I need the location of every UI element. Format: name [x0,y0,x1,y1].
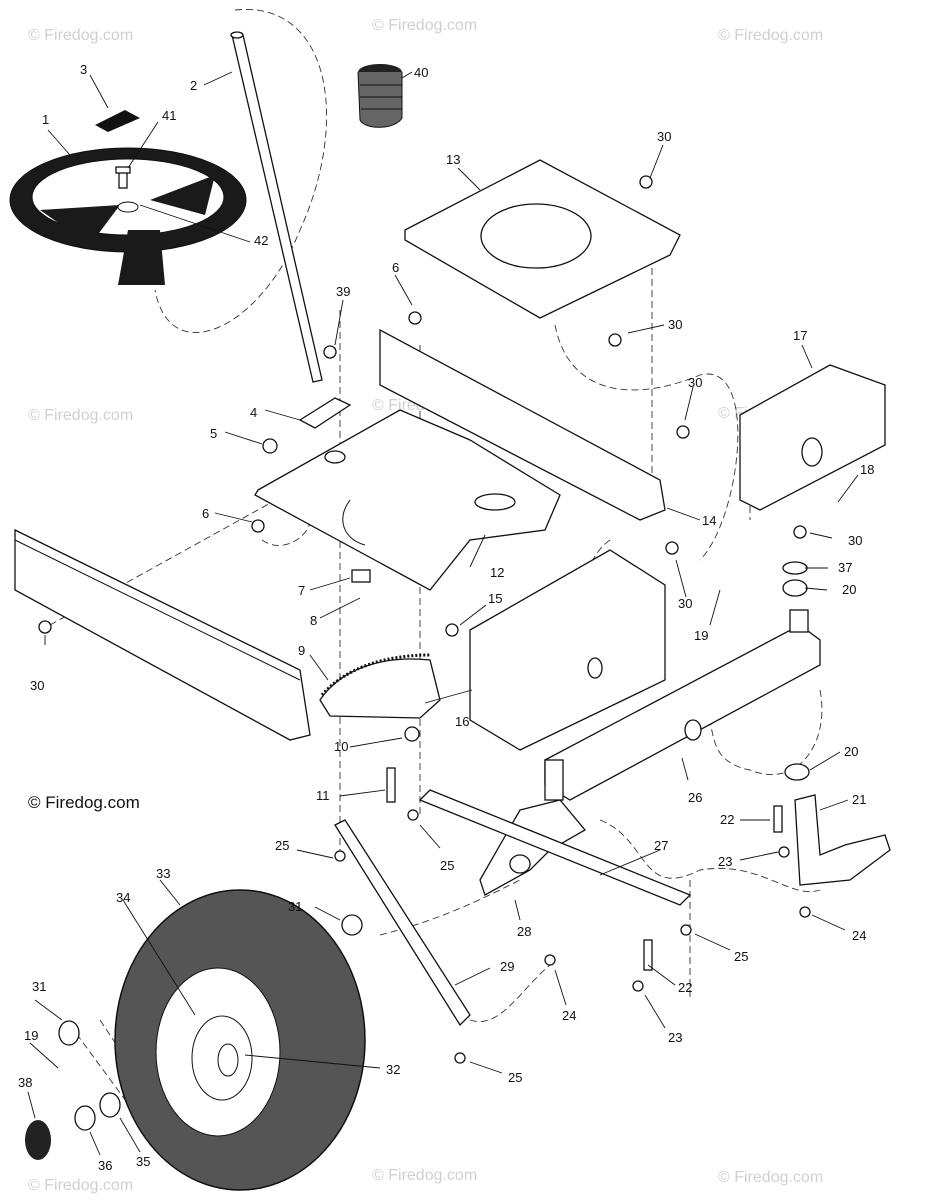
callout-19: 19 [694,628,708,643]
callout-42: 42 [254,233,268,248]
callout-8: 8 [310,613,317,628]
callout-31: 31 [288,899,302,914]
callout-6: 6 [392,260,399,275]
leader-lines [27,71,859,1156]
watermark-layer: © Firedog.com © Firedog.com © Firedog.co… [28,17,823,1194]
callout-25: 25 [275,838,289,853]
callout-31b: 31 [32,979,46,994]
callout-27: 27 [654,838,668,853]
callout-41: 41 [162,108,176,123]
callout-25b: 25 [440,858,454,873]
pinion-gear [351,569,371,583]
watermark: © Firedog.com [718,1169,823,1186]
callout-30d: 30 [848,533,862,548]
callout-11: 11 [316,788,330,803]
watermark: © Firedog.com [718,27,823,44]
callout-38: 38 [18,1075,32,1090]
watermark: © Firedog.com [28,407,133,424]
callout-4: 4 [250,405,257,420]
bolt-41 [115,166,131,189]
support-plate [254,409,561,591]
boot [357,64,403,128]
tie-rod [418,789,692,906]
callout-6b: 6 [202,506,209,521]
callout-3: 3 [80,62,87,77]
callout-22: 22 [720,812,734,827]
steering-shaft [230,31,323,383]
callout-19b: 19 [24,1028,38,1043]
callout-25d: 25 [508,1070,522,1085]
callout-37: 37 [838,560,852,575]
watermark: © Firedog.com [28,27,133,44]
callout-18: 18 [860,462,874,477]
callout-30e: 30 [678,596,692,611]
callout-23: 23 [718,854,732,869]
watermark: © Firedog.com [372,17,477,34]
frame-rail-left [14,528,311,741]
callout-25c: 25 [734,949,748,964]
callout-35: 35 [136,1154,150,1169]
callout-15: 15 [488,591,502,606]
callout-24: 24 [852,928,866,943]
drag-link [334,819,471,1027]
spindle-left [479,759,586,896]
wheel-cap [95,110,140,132]
copyright-label: © Firedog.com [28,793,140,812]
callout-29: 29 [500,959,514,974]
callout-22b: 22 [678,980,692,995]
callout-34: 34 [116,890,130,905]
callout-32: 32 [386,1062,400,1077]
callout-21: 21 [852,792,866,807]
watermark: © Firedog.com [28,1177,133,1194]
small-hardware [25,175,811,1160]
callout-40: 40 [414,65,428,80]
callout-16: 16 [455,714,469,729]
plate-13 [404,159,681,319]
frame-rail-right [379,328,666,521]
callout-30f: 30 [30,678,44,693]
callout-39: 39 [336,284,350,299]
spindle-right [794,794,891,886]
watermark: © Firedog.com [372,1167,477,1184]
steering-wheel [9,147,247,285]
bracket-4 [298,397,352,429]
callout-2: 2 [190,78,197,93]
callout-20b: 20 [844,744,858,759]
callout-5: 5 [210,426,217,441]
callout-10: 10 [334,739,348,754]
callout-20: 20 [842,582,856,597]
callout-7: 7 [298,583,305,598]
callout-9: 9 [298,643,305,658]
callout-23b: 23 [668,1030,682,1045]
callout-labels: 1 2 3 4 5 6 6 7 8 9 10 11 12 13 14 15 16… [18,62,874,1173]
callout-12: 12 [490,565,504,580]
callout-13: 13 [446,152,460,167]
sector-gear [319,653,441,719]
callout-28: 28 [517,924,531,939]
bracket-16 [469,549,666,751]
callout-26: 26 [688,790,702,805]
callout-36: 36 [98,1158,112,1173]
callout-30c: 30 [688,375,702,390]
callout-30b: 30 [668,317,682,332]
callout-1: 1 [42,112,49,127]
callout-14: 14 [702,513,716,528]
callout-30: 30 [657,129,671,144]
callout-17: 17 [793,328,807,343]
bracket-17 [739,364,886,511]
callout-33: 33 [156,866,170,881]
front-axle [544,609,821,801]
callout-24b: 24 [562,1008,576,1023]
front-tire [114,889,366,1191]
